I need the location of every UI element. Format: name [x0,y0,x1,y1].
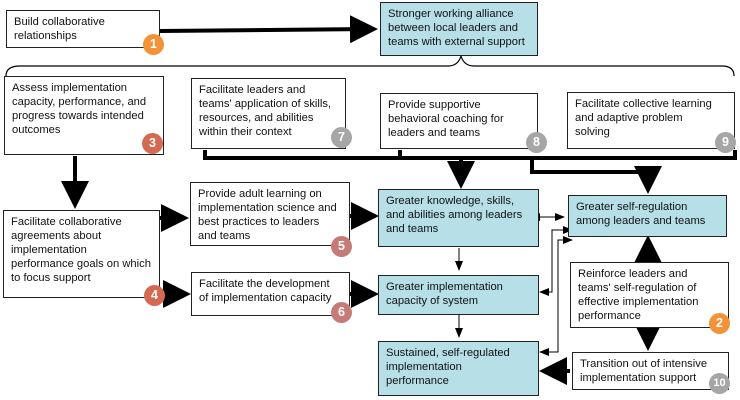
strategies-brace [5,53,735,77]
strategy-box-6: Facilitate the development of implementa… [191,272,350,316]
outcome-box-selfreg: Greater self-regulation among leaders an… [568,195,727,237]
number-badge-3: 3 [142,133,163,154]
strategy-box-8: Provide supportive behavioral coaching f… [380,93,538,149]
strategy-box-9: Facilitate collective learning and adapt… [567,92,735,149]
number-badge-7: 7 [331,127,352,148]
strategy-box-10: Transition out of intensive implementati… [572,352,729,390]
arrow-bar-to-selfreg [530,158,662,194]
bar-s7-s8-s9 [203,150,737,160]
number-badge-8: 8 [526,132,547,153]
arrow-selfreg-sustained [539,236,573,356]
strategy-box-2: Reinforce leaders and teams' self-regula… [570,262,729,328]
number-badge-2: 2 [709,313,730,334]
strategy-box-7: Facilitate leaders and teams' applicatio… [191,78,346,149]
strategy-box-1: Build collaborative relationships [6,10,160,48]
strategy-box-4: Facilitate collaborative agreements abou… [3,210,160,298]
number-badge-4: 4 [144,285,165,306]
strategy-box-5: Provide adult learning on implementation… [190,182,350,246]
outcome-box-knowledge: Greater knowledge, skills, and abilities… [378,189,539,247]
arrow-s1-to-alliance [159,15,378,44]
number-badge-6: 6 [331,302,352,323]
outcome-box-capacity: Greater implementation capacity of syste… [378,275,539,315]
number-badge-10: 10 [709,373,730,394]
number-badge-9: 9 [715,132,736,153]
arrow-selfreg-capacity [539,226,573,296]
outcome-box-sustained: Sustained, self-regulated implementation… [378,341,539,396]
outcome-box-alliance: Stronger working alliance between local … [380,2,538,56]
number-badge-1: 1 [143,34,164,55]
strategy-box-3: Assess implementation capacity, performa… [4,76,164,155]
number-badge-5: 5 [331,236,352,257]
